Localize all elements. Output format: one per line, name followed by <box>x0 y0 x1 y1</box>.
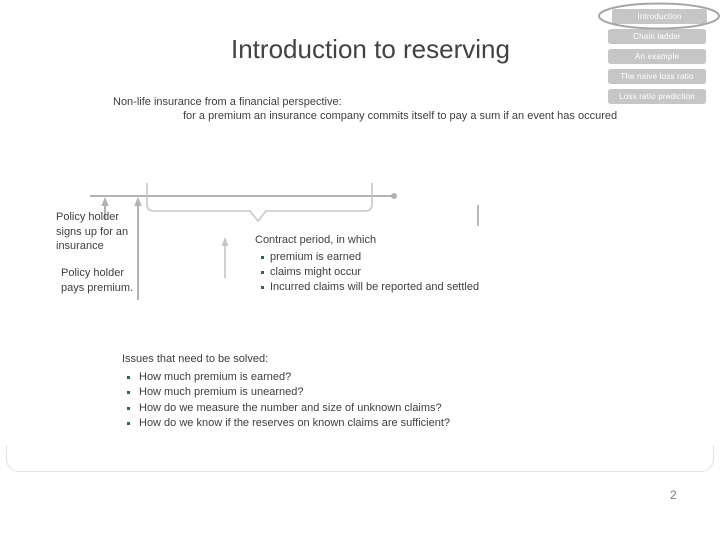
list-item: Incurred claims will be reported and set… <box>255 280 479 295</box>
timeline-axis <box>90 193 397 199</box>
tab-loss-ratio-prediction[interactable]: Loss ratio prediction <box>608 89 706 104</box>
bullet-icon <box>261 271 264 274</box>
page-number: 2 <box>670 488 677 502</box>
slide-bottom-border <box>6 445 714 472</box>
tab-an-example[interactable]: An example <box>608 49 706 64</box>
intro-line-1: Non-life insurance from a financial pers… <box>113 96 342 108</box>
issues-list: How much premium is earned? How much pre… <box>122 370 450 432</box>
bullet-icon <box>261 256 264 259</box>
premium-arrow-icon <box>134 197 142 300</box>
bullet-icon <box>127 406 130 410</box>
list-item: How much premium is unearned? <box>122 385 450 401</box>
bullet-icon <box>127 391 130 394</box>
list-item: claims might occur <box>255 265 479 280</box>
contract-arrow-icon <box>221 237 229 278</box>
tab-introduction[interactable]: Introduction <box>612 9 707 24</box>
list-item: How do we measure the number and size of… <box>122 401 450 417</box>
active-tab-ellipse-icon <box>598 2 720 30</box>
bullet-icon <box>261 286 264 289</box>
tab-naive-loss-ratio[interactable]: The naive loss ratio <box>608 69 706 84</box>
issues-title: Issues that need to be solved: <box>122 353 269 365</box>
tab-chain-ladder[interactable]: Chain ladder <box>608 29 706 44</box>
issues-note: Issues that need to be solved: How much … <box>122 352 450 432</box>
page-title: Introduction to reserving <box>231 34 510 64</box>
list-item: premium is earned <box>255 250 479 265</box>
intro-text: Non-life insurance from a financial pers… <box>113 95 617 123</box>
bullet-icon <box>127 375 130 379</box>
list-item: How do we know if the reserves on known … <box>122 416 450 432</box>
policyholder-pays-label: Policy holder pays premium. <box>61 267 134 294</box>
contract-period-note: Contract period, in which premium is ear… <box>255 233 479 295</box>
policyholder-signup-label: Policy holder signs up for an insurance <box>56 211 129 252</box>
list-item: How much premium is earned? <box>122 370 450 386</box>
contract-period-title: Contract period, in which <box>255 234 377 246</box>
intro-line-2: for a premium an insurance company commi… <box>183 110 618 122</box>
bullet-icon <box>127 422 130 425</box>
contract-period-bracket <box>146 183 373 223</box>
contract-period-list: premium is earned claims might occur Inc… <box>255 250 479 295</box>
